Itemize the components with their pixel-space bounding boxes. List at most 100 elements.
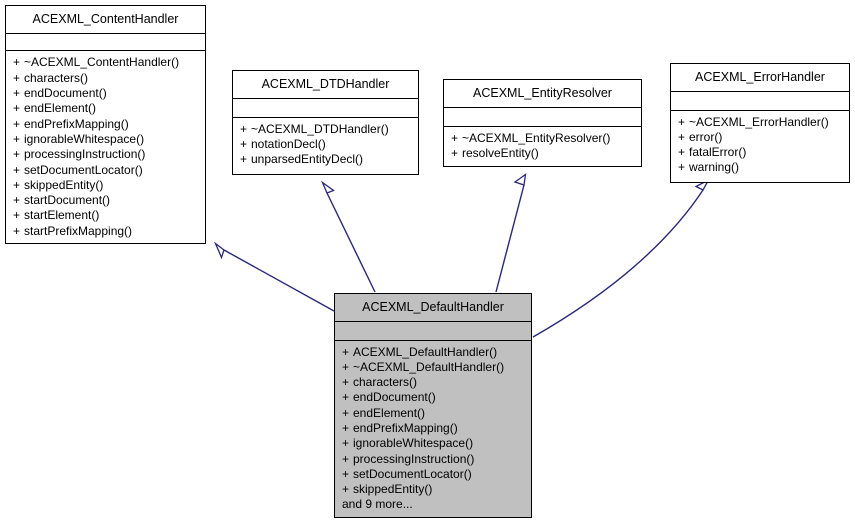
visibility-marker: + bbox=[342, 482, 350, 497]
operation-label: setDocumentLocator() bbox=[353, 466, 472, 481]
operation-row: +endElement() bbox=[13, 101, 200, 116]
operation-label: fatalError() bbox=[689, 145, 747, 160]
visibility-marker: + bbox=[13, 193, 21, 208]
class-title: ACEXML_ErrorHandler bbox=[671, 64, 849, 92]
operation-label: processingInstruction() bbox=[24, 147, 146, 162]
operation-row: +startElement() bbox=[13, 208, 200, 223]
operations-overflow-label: and 9 more... bbox=[342, 497, 413, 512]
visibility-marker: + bbox=[342, 451, 350, 466]
class-box-acexml-errorhandler[interactable]: ACEXML_ErrorHandler +~ACEXML_ErrorHandle… bbox=[670, 63, 850, 183]
class-title: ACEXML_EntityResolver bbox=[444, 80, 641, 108]
operation-label: ~ACEXML_ErrorHandler() bbox=[689, 114, 829, 129]
operation-row: +error() bbox=[678, 130, 844, 145]
operation-row: +unparsedEntityDecl() bbox=[240, 152, 413, 167]
operation-row: +setDocumentLocator() bbox=[342, 467, 526, 482]
operation-row: +setDocumentLocator() bbox=[13, 163, 200, 178]
class-title: ACEXML_DefaultHandler bbox=[335, 294, 531, 322]
operation-row: +skippedEntity() bbox=[13, 178, 200, 193]
visibility-marker: + bbox=[13, 55, 21, 70]
visibility-marker: + bbox=[13, 208, 21, 223]
visibility-marker: + bbox=[342, 405, 350, 420]
operation-row: +skippedEntity() bbox=[342, 482, 526, 497]
edge-default-to-content bbox=[213, 241, 335, 312]
operation-row: +characters() bbox=[13, 71, 200, 86]
class-operations-compartment: +~ACEXML_EntityResolver() +resolveEntity… bbox=[444, 127, 641, 167]
operation-row: +~ACEXML_EntityResolver() bbox=[451, 131, 636, 146]
operation-row: +characters() bbox=[342, 375, 526, 390]
operation-label: endDocument() bbox=[24, 86, 107, 101]
visibility-marker: + bbox=[678, 114, 686, 129]
operation-label: skippedEntity() bbox=[24, 177, 104, 192]
operation-label: startDocument() bbox=[24, 193, 111, 208]
operation-row: +endElement() bbox=[342, 406, 526, 421]
visibility-marker: + bbox=[13, 177, 21, 192]
operation-label: ignorableWhitespace() bbox=[24, 131, 145, 146]
class-box-acexml-entityresolver[interactable]: ACEXML_EntityResolver +~ACEXML_EntityRes… bbox=[443, 79, 642, 167]
operation-row: +processingInstruction() bbox=[13, 147, 200, 162]
operation-label: ~ACEXML_EntityResolver() bbox=[462, 130, 611, 145]
operation-label: notationDecl() bbox=[251, 136, 326, 151]
operation-label: processingInstruction() bbox=[353, 451, 475, 466]
operation-label: endElement() bbox=[353, 405, 426, 420]
visibility-marker: + bbox=[342, 375, 350, 390]
operation-label: ~ACEXML_DefaultHandler() bbox=[353, 359, 505, 374]
visibility-marker: + bbox=[13, 223, 21, 238]
visibility-marker: + bbox=[678, 145, 686, 160]
class-attributes-compartment bbox=[335, 322, 531, 341]
operation-label: startPrefixMapping() bbox=[24, 223, 133, 238]
operation-label: endPrefixMapping() bbox=[353, 420, 458, 435]
operation-label: skippedEntity() bbox=[353, 482, 433, 497]
visibility-marker: + bbox=[13, 116, 21, 131]
class-attributes-compartment bbox=[233, 99, 418, 118]
class-attributes-compartment bbox=[444, 108, 641, 127]
operation-row: +ignorableWhitespace() bbox=[342, 436, 526, 451]
operation-row: +ACEXML_DefaultHandler() bbox=[342, 345, 526, 360]
edge-default-to-error bbox=[532, 178, 711, 338]
operation-label: endPrefixMapping() bbox=[24, 116, 129, 131]
visibility-marker: + bbox=[342, 344, 350, 359]
operation-row: +ignorableWhitespace() bbox=[13, 132, 200, 147]
class-box-acexml-defaulthandler[interactable]: ACEXML_DefaultHandler +ACEXML_DefaultHan… bbox=[334, 293, 532, 518]
operation-label: error() bbox=[689, 129, 723, 144]
operation-label: characters() bbox=[24, 70, 89, 85]
class-operations-compartment: +~ACEXML_DTDHandler() +notationDecl() +u… bbox=[233, 118, 418, 175]
operation-row: +endDocument() bbox=[13, 86, 200, 101]
visibility-marker: + bbox=[342, 359, 350, 374]
operation-row: +fatalError() bbox=[678, 145, 844, 160]
class-title: ACEXML_ContentHandler bbox=[6, 6, 205, 34]
operation-row: +~ACEXML_ErrorHandler() bbox=[678, 115, 844, 130]
operation-row: +processingInstruction() bbox=[342, 452, 526, 467]
operation-row: +endPrefixMapping() bbox=[342, 421, 526, 436]
operation-label: endElement() bbox=[24, 101, 97, 116]
operation-row: +startDocument() bbox=[13, 193, 200, 208]
class-attributes-compartment bbox=[6, 34, 205, 52]
edge-default-to-entity bbox=[495, 173, 527, 293]
operation-row: +resolveEntity() bbox=[451, 146, 636, 161]
operation-label: unparsedEntityDecl() bbox=[251, 152, 364, 167]
operation-label: setDocumentLocator() bbox=[24, 162, 143, 177]
operation-row: +endPrefixMapping() bbox=[13, 117, 200, 132]
operation-row: +startPrefixMapping() bbox=[13, 224, 200, 239]
visibility-marker: + bbox=[678, 160, 686, 175]
visibility-marker: + bbox=[13, 131, 21, 146]
visibility-marker: + bbox=[451, 130, 459, 145]
operation-row: +endDocument() bbox=[342, 390, 526, 405]
visibility-marker: + bbox=[678, 129, 686, 144]
visibility-marker: + bbox=[240, 136, 248, 151]
visibility-marker: + bbox=[342, 420, 350, 435]
operation-label: ~ACEXML_DTDHandler() bbox=[251, 121, 389, 136]
class-box-acexml-contenthandler[interactable]: ACEXML_ContentHandler +~ACEXML_ContentHa… bbox=[5, 5, 206, 244]
visibility-marker: + bbox=[451, 145, 459, 160]
visibility-marker: + bbox=[13, 86, 21, 101]
visibility-marker: + bbox=[342, 390, 350, 405]
visibility-marker: + bbox=[342, 436, 350, 451]
class-attributes-compartment bbox=[671, 92, 849, 111]
operation-label: characters() bbox=[353, 375, 418, 390]
visibility-marker: + bbox=[240, 121, 248, 136]
visibility-marker: + bbox=[13, 147, 21, 162]
operation-label: startElement() bbox=[24, 208, 100, 223]
class-operations-compartment: +~ACEXML_ContentHandler() +characters() … bbox=[6, 51, 205, 243]
operation-row: +notationDecl() bbox=[240, 137, 413, 152]
class-box-acexml-dtdhandler[interactable]: ACEXML_DTDHandler +~ACEXML_DTDHandler() … bbox=[232, 70, 419, 175]
operation-label: resolveEntity() bbox=[462, 145, 539, 160]
